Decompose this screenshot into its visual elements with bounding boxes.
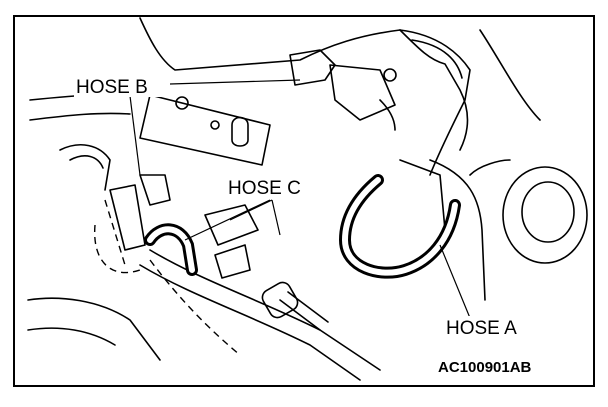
right-tube-a	[399, 29, 471, 176]
intake-side	[399, 29, 469, 151]
left-loop	[59, 144, 111, 191]
upper-left-line-2	[29, 112, 131, 121]
hose-c-connector	[204, 204, 259, 246]
sensor-bolt	[383, 68, 397, 82]
leader-hose-c-left	[229, 199, 273, 221]
lower-hose-bottom	[139, 264, 361, 381]
left-loop-inner	[69, 155, 104, 169]
lower-left-part	[27, 297, 161, 361]
hose-b-label: HOSE B	[76, 77, 148, 98]
lower-left-part-2	[27, 327, 116, 346]
canister-inner	[521, 181, 575, 243]
leader-hose-b-down	[129, 95, 141, 176]
hose-a-inner	[342, 177, 458, 276]
hose-c-connector-2	[214, 244, 251, 279]
right-lead	[429, 159, 486, 301]
right-tube-c	[479, 29, 541, 121]
figure-code-bg	[436, 356, 560, 376]
bracket-bolt-2	[231, 116, 249, 147]
hose-c-label-bg	[226, 176, 322, 198]
canister-outer	[502, 166, 588, 264]
hose-b-clamp	[139, 174, 171, 206]
hidden-lines	[94, 199, 241, 356]
hose-a-label: HOSE A	[446, 318, 517, 339]
leader-lines	[129, 79, 471, 319]
leader-hose-c-hose	[184, 199, 271, 241]
hose-a-shape	[339, 174, 461, 279]
corrugated-tube-end	[261, 281, 299, 319]
figure-code: AC100901AB	[438, 359, 532, 376]
corrugated-tube-body	[279, 291, 329, 331]
sensor-body	[329, 64, 396, 121]
right-bracket	[399, 159, 446, 231]
lower-hose-top	[149, 249, 381, 371]
hidden-line-c	[149, 259, 241, 356]
hose-c-shape	[144, 223, 198, 276]
leader-hose-b-top	[169, 79, 301, 85]
sensor-lead	[379, 99, 396, 131]
bracket-bolt-1	[175, 96, 189, 110]
intake-outline	[139, 17, 401, 71]
hose-c-inner	[147, 226, 195, 273]
leader-hose-a	[439, 244, 471, 319]
hose-b-fitting	[109, 184, 146, 251]
bracket-plate	[139, 94, 271, 166]
leader-hose-c-right	[271, 199, 281, 236]
canister-pipe	[469, 159, 511, 176]
hidden-line-b	[94, 224, 141, 274]
hose-c-label: HOSE C	[228, 178, 301, 199]
hose-b-label-bg	[74, 75, 170, 97]
bracket-hole	[210, 120, 220, 130]
right-tube-b	[411, 39, 463, 79]
hose-a-label-bg	[444, 316, 540, 338]
